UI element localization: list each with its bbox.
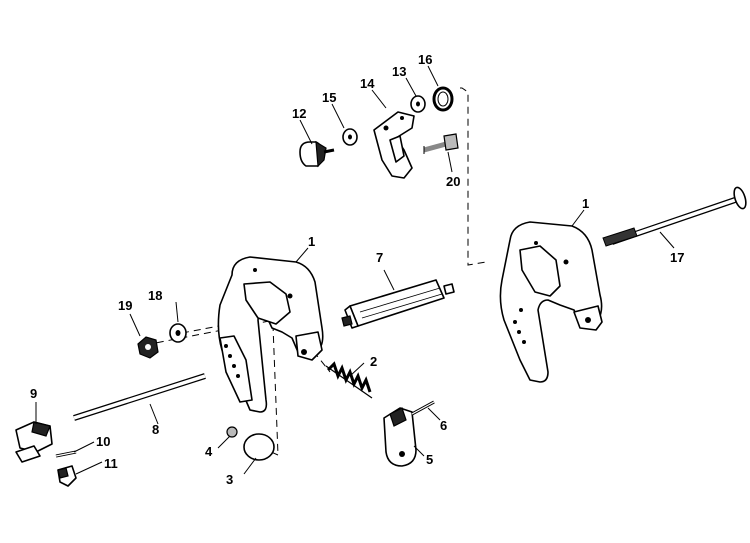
clip-11	[57, 465, 77, 487]
left-clamp-bracket	[217, 256, 324, 413]
nut-4	[226, 426, 238, 438]
callout-15: 15	[322, 90, 336, 105]
callout-18: 18	[148, 288, 162, 303]
callout-11: 11	[104, 456, 118, 471]
rod	[73, 373, 206, 421]
pin-10	[55, 450, 77, 458]
clamp-sleeve	[341, 279, 455, 329]
callout-16: 16	[418, 52, 432, 67]
callout-14: 14	[360, 76, 375, 91]
spring	[325, 361, 373, 399]
callout-5: 5	[426, 452, 433, 467]
callout-10: 10	[96, 434, 110, 449]
callout-2: 2	[370, 354, 377, 369]
right-clamp-bracket	[499, 221, 603, 383]
knob-nut-19	[137, 336, 159, 359]
small-pin-6	[411, 400, 435, 416]
washer-13	[410, 95, 426, 113]
handle-cap	[15, 421, 53, 463]
washer-18	[169, 323, 187, 343]
bolt-20	[423, 133, 459, 154]
washer-15	[342, 128, 358, 146]
callout-20: 20	[446, 174, 460, 189]
ring-16	[432, 86, 454, 112]
leader-lines	[35, 65, 675, 475]
callout-17: 17	[670, 250, 684, 265]
callout-labels: 1 1 2 3 4 5 6 7 8 9 10 11 12 13 14 15 16…	[30, 52, 684, 487]
callout-1-right: 1	[582, 196, 589, 211]
thumb-screw-12	[299, 140, 335, 168]
clamp-pad	[383, 407, 417, 467]
callout-12: 12	[292, 106, 306, 121]
disc-3	[243, 433, 275, 461]
callout-13: 13	[392, 64, 406, 79]
callout-19: 19	[118, 298, 132, 313]
callout-7: 7	[376, 250, 383, 265]
callout-9: 9	[30, 386, 37, 401]
callout-1-left: 1	[308, 234, 315, 249]
callout-6: 6	[440, 418, 447, 433]
callout-3: 3	[226, 472, 233, 487]
callout-4: 4	[205, 444, 213, 459]
lever-plate-14	[373, 111, 415, 179]
callout-8: 8	[152, 422, 159, 437]
long-bolt	[602, 186, 747, 247]
